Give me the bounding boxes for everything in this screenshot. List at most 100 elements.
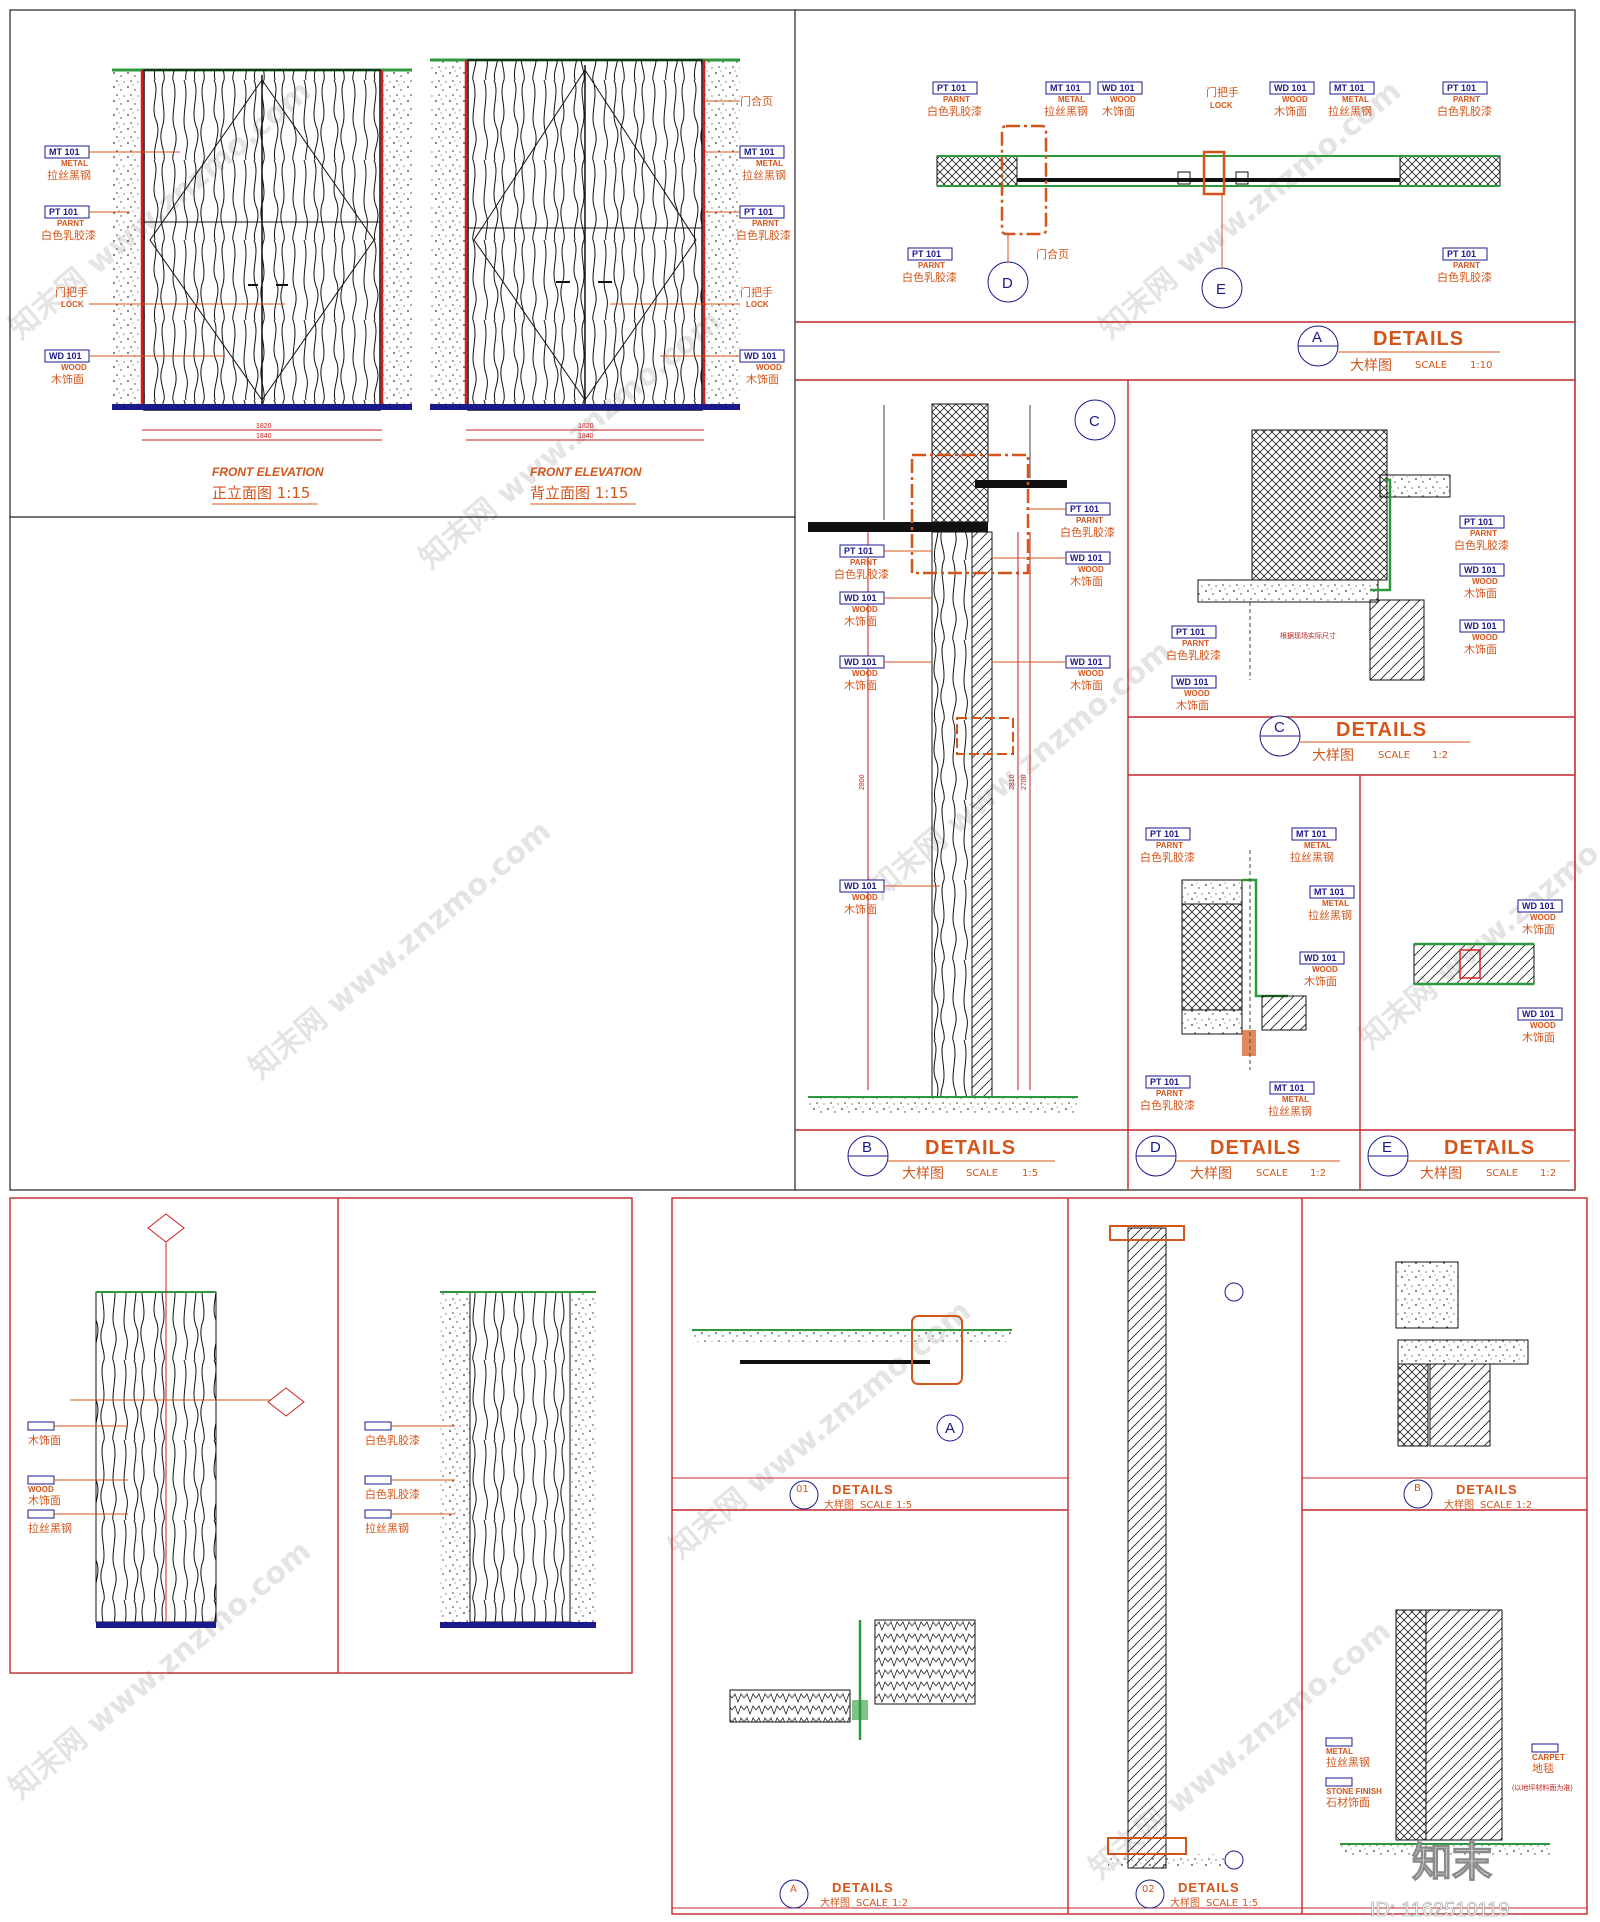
svg-text:LOCK: LOCK (746, 300, 769, 309)
lower-detail-02-section (1107, 1225, 1244, 1870)
svg-text:1:2: 1:2 (1310, 1168, 1326, 1179)
svg-text:门合页: 门合页 (740, 94, 773, 108)
svg-text:木饰面: 木饰面 (51, 372, 84, 386)
back-elevation: 1820 1840 FRONT ELEVATION 背立面图 1:15 (430, 58, 740, 505)
svg-text:白色乳胶漆: 白色乳胶漆 (1166, 648, 1221, 662)
image-id: ID: 1162510119 (1370, 1899, 1510, 1922)
svg-text:1:2: 1:2 (892, 1898, 908, 1909)
detail-b-section: 2800 2810 2700 C (808, 399, 1116, 1115)
svg-text:PARNT: PARNT (1470, 529, 1497, 538)
lower-detail-c (1340, 1609, 1550, 1856)
svg-text:木饰面: 木饰面 (1522, 922, 1555, 936)
svg-text:METAL: METAL (1282, 1095, 1309, 1104)
svg-text:PT 101: PT 101 (1464, 517, 1493, 527)
svg-text:拉丝黑钢: 拉丝黑钢 (1268, 1104, 1312, 1118)
svg-text:METAL: METAL (1342, 95, 1369, 104)
lower-detail-a-title: A DETAILS 大样图 SCALE 1:2 (779, 1879, 908, 1909)
svg-text:METAL: METAL (1304, 841, 1331, 850)
svg-text:白色乳胶漆: 白色乳胶漆 (1437, 104, 1492, 118)
detail-e-title: E DETAILS 大样图 SCALE 1:2 (1367, 1135, 1570, 1182)
svg-text:知末网 www.znzmo.com: 知末网 www.znzmo.com (1353, 784, 1600, 1057)
svg-text:1:10: 1:10 (1470, 360, 1492, 371)
svg-text:DETAILS: DETAILS (1210, 1137, 1301, 1159)
svg-text:(以地坪材料面为准): (以地坪材料面为准) (1512, 1783, 1573, 1792)
svg-text:木饰面: 木饰面 (1304, 974, 1337, 988)
svg-text:MT 101: MT 101 (1334, 83, 1365, 93)
svg-text:大样图: 大样图 (1420, 1166, 1462, 1182)
svg-text:WOOD: WOOD (1530, 913, 1556, 922)
svg-text:PARNT: PARNT (918, 261, 945, 270)
svg-text:白色乳胶漆: 白色乳胶漆 (1140, 1098, 1195, 1112)
svg-text:SCALE: SCALE (1206, 1898, 1238, 1909)
lower-detail-b (1395, 1261, 1529, 1447)
svg-text:WOOD: WOOD (1184, 689, 1210, 698)
svg-text:C: C (1274, 719, 1285, 736)
svg-text:白色乳胶漆: 白色乳胶漆 (1454, 538, 1509, 552)
svg-text:A: A (790, 1884, 797, 1895)
svg-text:知末网 www.znzmo.com: 知末网 www.znzmo.com (863, 634, 1178, 907)
svg-text:大样图: 大样图 (1312, 748, 1354, 764)
svg-text:大样图: 大样图 (1444, 1498, 1474, 1511)
svg-text:WOOD: WOOD (1078, 669, 1104, 678)
svg-text:WOOD: WOOD (61, 363, 87, 372)
svg-text:大样图: 大样图 (1170, 1896, 1200, 1909)
svg-text:WD 101: WD 101 (744, 351, 777, 361)
svg-text:大样图: 大样图 (1350, 358, 1392, 374)
svg-text:拉丝黑钢: 拉丝黑钢 (1328, 104, 1372, 118)
svg-text:METAL: METAL (1058, 95, 1085, 104)
svg-text:PT 101: PT 101 (49, 207, 78, 217)
svg-text:WD 101: WD 101 (1522, 901, 1555, 911)
svg-text:PARNT: PARNT (1076, 516, 1103, 525)
svg-text:01: 01 (796, 1484, 809, 1495)
svg-text:DETAILS: DETAILS (1336, 719, 1427, 741)
svg-text:木饰面: 木饰面 (844, 902, 877, 916)
site-logo: 知末 (1411, 1839, 1492, 1886)
svg-text:木饰面: 木饰面 (746, 372, 779, 386)
lower-detail-01-title: 01 DETAILS 大样图 SCALE 1:5 (789, 1480, 912, 1511)
svg-text:METAL: METAL (1322, 899, 1349, 908)
svg-text:WD 101: WD 101 (1102, 83, 1135, 93)
svg-text:白色乳胶漆: 白色乳胶漆 (41, 228, 96, 242)
svg-text:WD 101: WD 101 (844, 881, 877, 891)
svg-text:PARNT: PARNT (850, 558, 877, 567)
svg-text:D: D (1002, 275, 1013, 292)
svg-text:背立面图 1:15: 背立面图 1:15 (530, 484, 628, 502)
detail-d-title: D DETAILS 大样图 SCALE 1:2 (1135, 1135, 1340, 1182)
svg-text:WOOD: WOOD (1110, 95, 1136, 104)
svg-text:拉丝黑钢: 拉丝黑钢 (47, 168, 91, 182)
svg-text:2700: 2700 (1021, 774, 1028, 790)
svg-text:PARNT: PARNT (57, 219, 84, 228)
svg-text:白色乳胶漆: 白色乳胶漆 (902, 270, 957, 284)
svg-text:木饰面: 木饰面 (1274, 104, 1307, 118)
svg-text:DETAILS: DETAILS (925, 1137, 1016, 1159)
svg-text:WOOD: WOOD (1282, 95, 1308, 104)
svg-text:STONE FINISH: STONE FINISH (1326, 1787, 1382, 1796)
lower-left-sheet (9, 1197, 633, 1674)
svg-text:B: B (1414, 1483, 1421, 1494)
svg-text:木饰面: 木饰面 (844, 678, 877, 692)
svg-text:CARPET: CARPET (1532, 1753, 1565, 1762)
svg-text:1:2: 1:2 (1516, 1500, 1532, 1511)
svg-text:PT 101: PT 101 (1070, 504, 1099, 514)
svg-text:B: B (862, 1139, 872, 1156)
svg-text:E: E (1216, 281, 1226, 298)
svg-text:FRONT ELEVATION: FRONT ELEVATION (530, 465, 642, 479)
svg-text:MT 101: MT 101 (744, 147, 775, 157)
svg-text:PARNT: PARNT (1156, 841, 1183, 850)
lower-detail-b-title: B DETAILS 大样图 SCALE 1:2 (1403, 1479, 1532, 1511)
svg-text:1820: 1820 (578, 423, 594, 430)
svg-text:PT 101: PT 101 (844, 546, 873, 556)
svg-text:大样图: 大样图 (824, 1498, 854, 1511)
svg-text:DETAILS: DETAILS (1178, 1880, 1240, 1895)
svg-text:木饰面: 木饰面 (28, 1493, 61, 1507)
svg-text:02: 02 (1142, 1884, 1155, 1895)
lower-detail-02-title: 02 DETAILS 大样图 SCALE 1:5 (1135, 1879, 1258, 1909)
svg-text:PARNT: PARNT (1156, 1089, 1183, 1098)
svg-text:白色乳胶漆: 白色乳胶漆 (365, 1433, 420, 1447)
svg-text:拉丝黑钢: 拉丝黑钢 (742, 168, 786, 182)
svg-text:1:5: 1:5 (896, 1500, 912, 1511)
svg-text:木饰面: 木饰面 (844, 614, 877, 628)
